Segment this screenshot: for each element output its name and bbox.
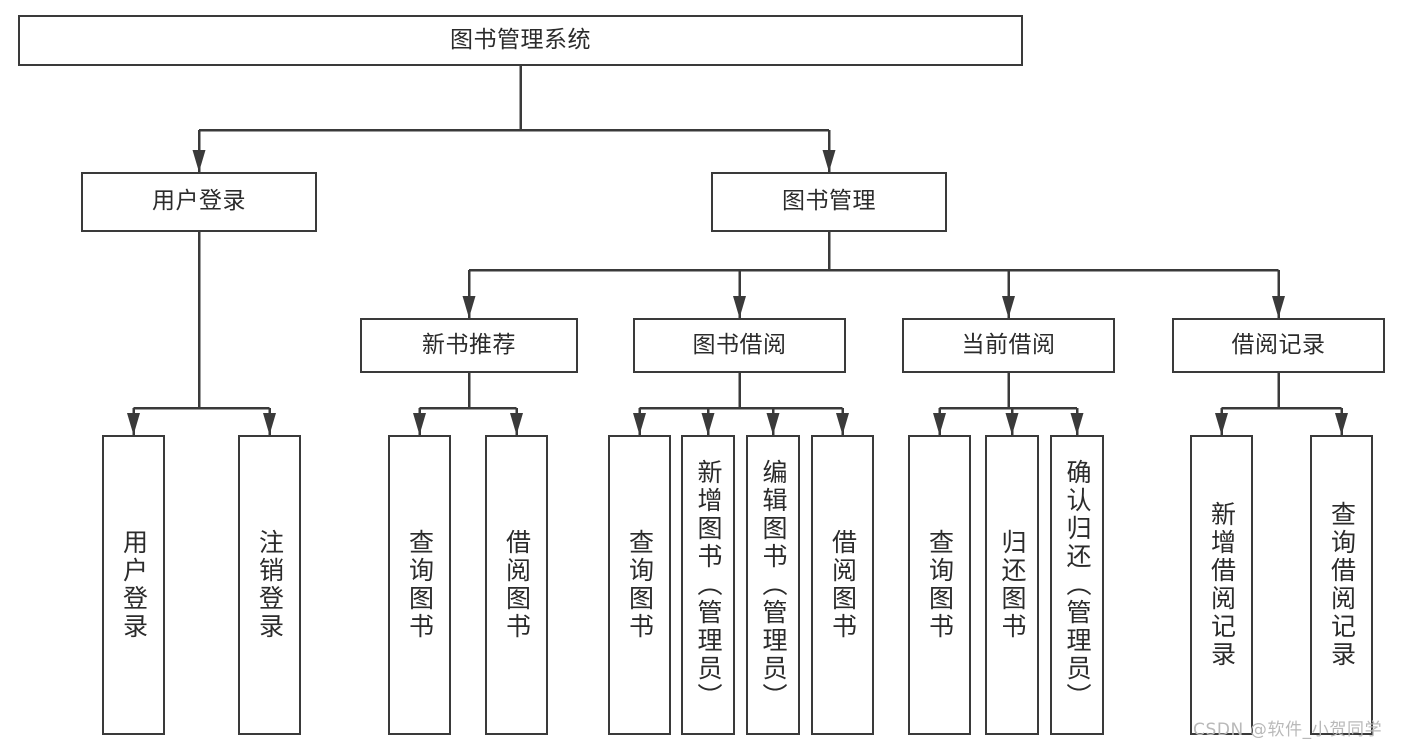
arrowhead-user-login-to-leaf-user-logout bbox=[263, 413, 276, 435]
node-label-leaf-borrow-book-2: 借阅图书 bbox=[828, 529, 858, 641]
node-label-leaf-confirm-ret: 确认归还（管理员） bbox=[1063, 459, 1092, 711]
watermark: CSDN @软件_小贺同学 bbox=[1193, 720, 1383, 740]
node-label-book-borrow: 图书借阅 bbox=[692, 331, 787, 358]
node-label-book-manage: 图书管理 bbox=[782, 188, 876, 215]
node-leaf-add-book[interactable]: 新增图书（管理员） bbox=[681, 435, 735, 735]
node-label-leaf-edit-book: 编辑图书（管理员） bbox=[759, 459, 788, 711]
node-current-borrow[interactable]: 当前借阅 bbox=[902, 318, 1115, 373]
node-leaf-user-logout[interactable]: 注销登录 bbox=[238, 435, 301, 735]
arrowhead-book-manage-to-borrow-record bbox=[1272, 296, 1285, 318]
node-leaf-user-login[interactable]: 用户登录 bbox=[102, 435, 165, 735]
node-user-login[interactable]: 用户登录 bbox=[81, 172, 317, 232]
node-root[interactable]: 图书管理系统 bbox=[18, 15, 1023, 66]
arrowhead-new-book-rec-to-leaf-query-book-1 bbox=[413, 413, 426, 435]
node-book-manage[interactable]: 图书管理 bbox=[711, 172, 947, 232]
node-leaf-confirm-ret[interactable]: 确认归还（管理员） bbox=[1050, 435, 1104, 735]
node-label-leaf-add-record: 新增借阅记录 bbox=[1207, 501, 1237, 669]
arrowhead-borrow-record-to-leaf-add-record bbox=[1215, 413, 1228, 435]
node-leaf-query-record[interactable]: 查询借阅记录 bbox=[1310, 435, 1373, 735]
node-label-leaf-query-book-1: 查询图书 bbox=[405, 529, 435, 641]
arrowhead-book-borrow-to-leaf-add-book bbox=[701, 413, 715, 435]
node-leaf-add-record[interactable]: 新增借阅记录 bbox=[1190, 435, 1253, 735]
arrowhead-new-book-rec-to-leaf-borrow-book-1 bbox=[510, 413, 523, 435]
arrowhead-current-borrow-to-leaf-confirm-ret bbox=[1070, 413, 1084, 435]
node-borrow-record[interactable]: 借阅记录 bbox=[1172, 318, 1385, 373]
node-leaf-query-book-3[interactable]: 查询图书 bbox=[908, 435, 971, 735]
arrowhead-root-to-user-login bbox=[192, 150, 206, 172]
arrowhead-root-to-book-manage bbox=[822, 150, 836, 172]
node-label-leaf-query-record: 查询借阅记录 bbox=[1327, 501, 1357, 669]
arrowhead-book-manage-to-new-book-rec bbox=[462, 296, 476, 318]
node-leaf-return-book[interactable]: 归还图书 bbox=[985, 435, 1039, 735]
node-leaf-edit-book[interactable]: 编辑图书（管理员） bbox=[746, 435, 800, 735]
node-label-leaf-query-book-2: 查询图书 bbox=[625, 529, 655, 641]
arrowhead-book-manage-to-current-borrow bbox=[1002, 296, 1015, 318]
arrowhead-book-manage-to-book-borrow bbox=[733, 296, 746, 318]
node-label-leaf-return-book: 归还图书 bbox=[998, 529, 1027, 641]
arrowhead-book-borrow-to-leaf-edit-book bbox=[766, 413, 780, 435]
node-label-root: 图书管理系统 bbox=[450, 26, 591, 53]
node-new-book-rec[interactable]: 新书推荐 bbox=[360, 318, 578, 373]
node-label-leaf-borrow-book-1: 借阅图书 bbox=[502, 529, 532, 641]
arrowhead-current-borrow-to-leaf-return-book bbox=[1005, 413, 1019, 435]
arrowhead-book-borrow-to-leaf-borrow-book-2 bbox=[836, 413, 849, 435]
node-label-borrow-record: 借阅记录 bbox=[1231, 331, 1326, 358]
node-leaf-borrow-book-1[interactable]: 借阅图书 bbox=[485, 435, 548, 735]
node-label-user-login: 用户登录 bbox=[152, 188, 246, 215]
node-label-leaf-user-login: 用户登录 bbox=[119, 529, 149, 641]
node-label-current-borrow: 当前借阅 bbox=[961, 331, 1056, 358]
node-leaf-borrow-book-2[interactable]: 借阅图书 bbox=[811, 435, 874, 735]
node-label-leaf-add-book: 新增图书（管理员） bbox=[694, 459, 723, 711]
node-label-leaf-user-logout: 注销登录 bbox=[255, 529, 285, 641]
node-leaf-query-book-1[interactable]: 查询图书 bbox=[388, 435, 451, 735]
arrowhead-book-borrow-to-leaf-query-book-2 bbox=[633, 413, 646, 435]
node-leaf-query-book-2[interactable]: 查询图书 bbox=[608, 435, 671, 735]
arrowhead-borrow-record-to-leaf-query-record bbox=[1335, 413, 1348, 435]
node-book-borrow[interactable]: 图书借阅 bbox=[633, 318, 846, 373]
arrowhead-current-borrow-to-leaf-query-book-3 bbox=[933, 413, 946, 435]
node-label-new-book-rec: 新书推荐 bbox=[422, 331, 516, 358]
arrowhead-user-login-to-leaf-user-login bbox=[127, 413, 140, 435]
node-label-leaf-query-book-3: 查询图书 bbox=[925, 529, 955, 641]
